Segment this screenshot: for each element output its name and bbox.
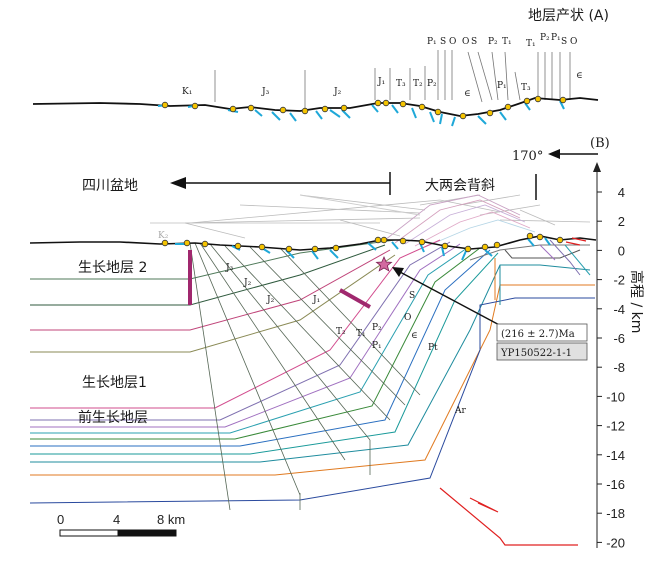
sichuan-basin-label: 四川盆地: [82, 178, 138, 194]
top-label: S: [561, 37, 567, 47]
section-unit-labels: K₂ J₃ J₂ J₂ J₁ T₂ T₁ P₂ P₁ S O ∈ Pt Ar: [158, 231, 466, 416]
top-label: O: [462, 37, 469, 47]
axis-ticks: 4 2 0 -2 -4 -6 -8 -10 -12 -14 -16 -18 -20: [597, 185, 625, 550]
top-label: T₁: [526, 39, 536, 49]
unit-label: P₂: [372, 323, 382, 333]
panel-a-boundaries: [214, 50, 571, 108]
unit-label: Pt: [428, 343, 438, 353]
unit-label: T₃: [521, 83, 531, 93]
azimuth-arrowhead: [548, 149, 560, 159]
sample-age: (216 ± 2.7)Ma: [501, 329, 575, 340]
axis-arrowhead: [593, 162, 601, 172]
axis-tick-label: -2: [613, 273, 625, 288]
panel-b-sample-points: [161, 232, 564, 253]
sample-id: YP150522-1-1: [500, 348, 572, 359]
top-label: T₁: [502, 37, 512, 47]
scale-label: 8 km: [157, 512, 185, 527]
panel-b-header: (B) 170° 四川盆地 大两会背斜: [82, 136, 610, 200]
growth-strata: [30, 239, 396, 353]
scale-label: 4: [113, 512, 120, 527]
anticline-label: 大两会背斜: [425, 178, 495, 194]
unit-label: J₃: [225, 263, 234, 273]
sample-id-box: [496, 342, 588, 361]
sample-star-icon: [375, 256, 393, 272]
sample-age-box: [496, 323, 588, 342]
unit-label: J₁: [312, 295, 320, 305]
unit-label: J₁: [377, 77, 385, 87]
unit-label: J₂: [243, 278, 252, 288]
top-label: P₁: [551, 33, 561, 43]
unit-label: T₃: [396, 79, 406, 89]
scale-bar: 0 4 8 km: [57, 512, 185, 537]
axis-tick-label: 2: [618, 214, 625, 229]
top-label: O: [570, 37, 577, 47]
axis-tick-label: -8: [613, 360, 625, 375]
axis-tick-label: -10: [606, 389, 625, 404]
thrust-sense-arrows: [439, 487, 578, 546]
fault-fan-lines: [189, 242, 421, 511]
unit-label: J₂: [266, 295, 275, 305]
top-label: P₂: [540, 33, 550, 43]
panel-a-topography: [32, 97, 599, 117]
axis-tick-label: -4: [613, 302, 625, 317]
surface-fault: [565, 237, 587, 246]
cross-section: K₂ J₃ J₂ J₂ J₁ T₂ T₁ P₂ P₁ S O ∈ Pt Ar 生…: [29, 194, 597, 546]
sample-callout-arrowhead: [392, 267, 404, 277]
panel-a-sample-points: [161, 95, 567, 120]
axis-tick-label: -16: [606, 477, 625, 492]
unit-label: P₂: [427, 79, 437, 89]
panel-a: 地层产状 (A): [32, 8, 609, 127]
sample-callout-line: [399, 271, 506, 329]
unit-label: J₃: [261, 87, 270, 97]
axis-tick-label: 4: [618, 185, 625, 200]
azimuth-label: 170°: [512, 149, 543, 164]
scale-bar-white: [59, 529, 119, 537]
scale-label: 0: [57, 512, 64, 527]
top-label: O: [449, 37, 456, 47]
unit-label: T₂: [336, 327, 346, 337]
unit-label: J₂: [333, 87, 342, 97]
basin-arrowhead: [170, 177, 186, 189]
top-label: S: [471, 37, 477, 47]
growth-thickness-bar-2: [339, 288, 371, 309]
unit-label: ∈: [464, 89, 471, 99]
unit-label: Ar: [454, 406, 466, 416]
unit-label: P₁: [372, 341, 382, 351]
elevation-axis: 4 2 0 -2 -4 -6 -8 -10 -12 -14 -16 -18 -20 高程 / km: [593, 162, 645, 550]
unit-label: ∈: [411, 331, 418, 341]
panel-a-top-labels: P₁ S O O S P₂ T₁ T₁ P₂ P₁ S O: [427, 33, 577, 49]
axis-tick-label: -12: [606, 419, 625, 434]
axis-title: 高程 / km: [628, 270, 645, 333]
growth-strata-1-label: 生长地层1: [82, 375, 147, 391]
unit-label: K₂: [158, 231, 169, 241]
top-label: P₂: [488, 37, 498, 47]
unit-label: ∈: [576, 71, 583, 81]
growth-strata-2-label: 生长地层 2: [78, 260, 147, 276]
unit-label: O: [404, 313, 411, 323]
top-label: P₁: [427, 37, 437, 47]
panel-a-title: 地层产状 (A): [528, 8, 609, 24]
axis-tick-label: -14: [606, 448, 625, 463]
panel-b-label: (B): [590, 136, 610, 151]
scale-bar-black: [117, 529, 177, 537]
axis-tick-label: -6: [613, 331, 625, 346]
unit-label: T₂: [413, 79, 423, 89]
unit-label: T₁: [356, 329, 366, 339]
panel-a-dip-ticks: [157, 100, 565, 127]
unit-label: S: [409, 291, 415, 301]
unit-label: P₁: [497, 81, 507, 91]
anticline-upper-limbs: [299, 194, 536, 248]
panel-b-dip-ticks: [175, 237, 551, 261]
pre-growth-strata-label: 前生长地层: [78, 409, 148, 426]
axial-surface-lines: [150, 194, 591, 239]
axis-tick-label: -18: [606, 506, 625, 521]
axis-tick-label: 0: [618, 243, 625, 258]
top-label: S: [440, 37, 446, 47]
panel-a-unit-labels: K₁ J₃ J₂ J₁ T₃ T₂ P₂ ∈ P₁ T₃ ∈: [182, 71, 583, 99]
unit-label: K₁: [182, 87, 192, 97]
hanging-wall: [469, 239, 591, 305]
axis-tick-label: -20: [606, 535, 625, 550]
